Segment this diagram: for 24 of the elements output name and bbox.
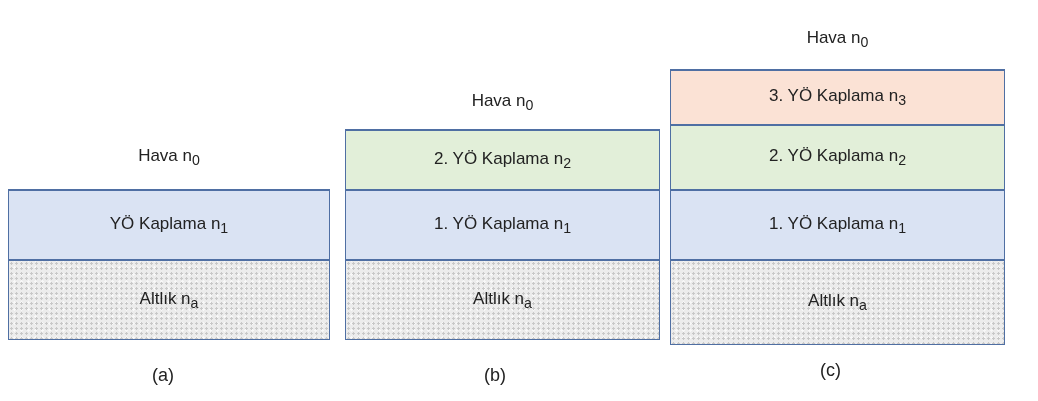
layer-label: 2. YÖ Kaplama n$_{2}$ xyxy=(434,148,571,172)
coating-layer xyxy=(670,190,1005,260)
substrate-layer xyxy=(345,260,660,340)
coating-layer xyxy=(670,70,1005,125)
panel-label: (c) xyxy=(820,360,841,381)
layer-label: 2. YÖ Kaplama n$_{2}$ xyxy=(769,146,906,169)
coating-layer xyxy=(345,130,660,190)
coating-layer xyxy=(8,190,330,260)
substrate-layer xyxy=(8,260,330,340)
layer-label: Hava n$_{0}$ xyxy=(806,28,869,51)
layer-label: Altlık n$_{a}$ xyxy=(473,288,532,312)
panel-label: (a) xyxy=(152,365,174,386)
layer-label: Altlık n$_{a}$ xyxy=(139,288,199,312)
substrate-layer xyxy=(670,260,1005,345)
layer-label: Altlık n$_{a}$ xyxy=(808,291,867,314)
layer-label: Hava n$_{0}$ xyxy=(471,90,534,114)
coating-layer xyxy=(345,190,660,260)
panel-label: (b) xyxy=(484,365,506,386)
coating-layer xyxy=(670,125,1005,190)
layer-label: 1. YÖ Kaplama n$_{1}$ xyxy=(769,213,906,237)
layer-label: 3. YÖ Kaplama n$_{3}$ xyxy=(769,86,906,109)
layer-label: 1. YÖ Kaplama n$_{1}$ xyxy=(434,213,571,237)
layer-label: YÖ Kaplama n$_{1}$ xyxy=(109,213,229,237)
layer-label: Hava n$_{0}$ xyxy=(138,145,200,169)
